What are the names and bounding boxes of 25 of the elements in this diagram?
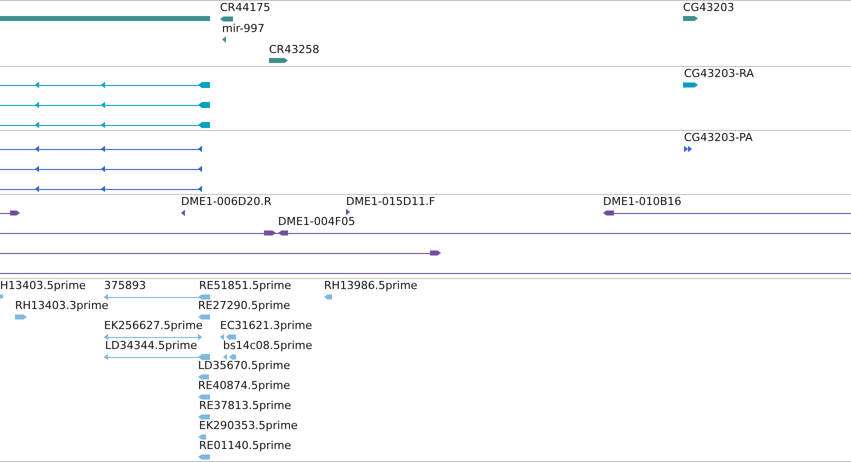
feature-label: RE27290.5prime <box>198 299 290 312</box>
feature-label: DME1-010B16 <box>603 195 682 208</box>
feature-label: RH13986.5prime <box>324 279 418 292</box>
feature-label: DME1-004F05 <box>278 215 356 228</box>
feature-label: 375893 <box>104 279 146 292</box>
feature-label: CR44175 <box>220 1 270 14</box>
feature-label: DME1-015D11.F <box>346 195 436 208</box>
feature-label: EC31621.3prime <box>220 319 312 332</box>
feature-label: mir-997 <box>222 22 265 35</box>
feature-label: DME1-006D20.R <box>181 195 272 208</box>
feature-label: CR43258 <box>269 43 320 56</box>
feature-label: RH13403.3prime <box>15 299 108 312</box>
feature-label: RE01140.5prime <box>199 439 292 452</box>
feature-label: EK290353.5prime <box>199 419 298 432</box>
feature-label: RE40874.5prime <box>198 379 290 392</box>
feature-label: CG43203-RA <box>684 67 754 80</box>
feature-label: bs14c08.5prime <box>223 339 312 352</box>
feature-label: RE37813.5prime <box>199 399 292 412</box>
feature-label: LD34344.5prime <box>105 339 198 352</box>
feature-label: CG43203 <box>683 1 734 14</box>
feature-label: CG43203-PA <box>684 131 753 144</box>
feature-label: LD35670.5prime <box>198 359 290 372</box>
feature-label: RE51851.5prime <box>199 279 292 292</box>
feature-label: H13403.5prime <box>0 279 86 292</box>
feature-label: EK256627.5prime <box>104 319 203 332</box>
